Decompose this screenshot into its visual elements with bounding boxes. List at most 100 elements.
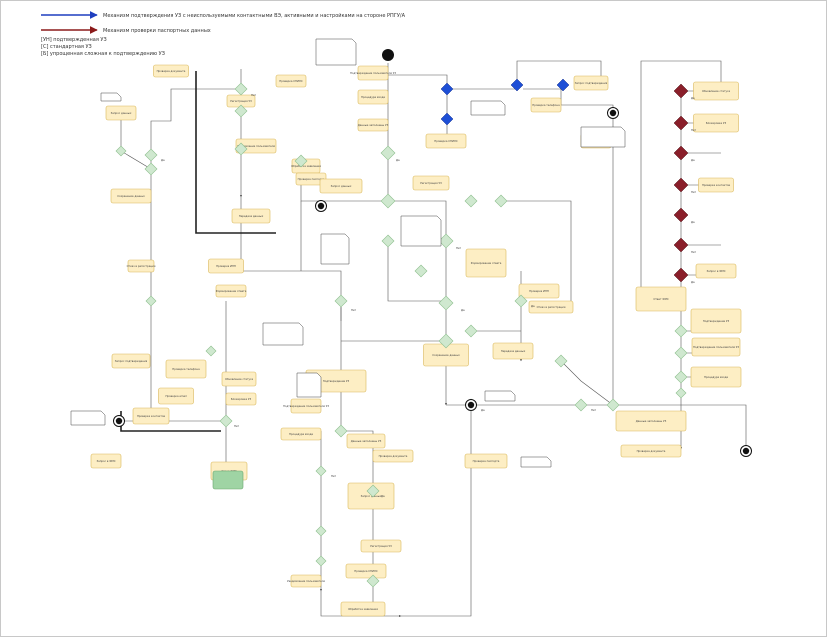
legend-blue-label: Механизм подтверждения УЗ с неиспользуем… [103, 12, 406, 19]
process-box [492, 342, 534, 360]
decision-node [414, 264, 428, 278]
process-box [225, 392, 257, 406]
process-box [412, 175, 450, 191]
decision-node [315, 525, 327, 537]
process-box-label: Уведомление пользователя [237, 144, 275, 148]
process-box-label: Запрос данных [361, 494, 382, 498]
note [520, 456, 552, 468]
process-box-label: Запрос подтверждения [575, 81, 608, 85]
end-node-dot [609, 109, 617, 117]
process-box [319, 178, 363, 194]
blue-decision-node [440, 82, 454, 96]
decision-node [514, 294, 528, 308]
process-box [340, 601, 386, 617]
process-box-label: Проверка телефона [532, 103, 560, 107]
guard-label: Да [481, 408, 485, 412]
process-box-label: Сохранение данных [117, 194, 145, 198]
process-box [158, 387, 194, 405]
note [470, 100, 506, 116]
process-box-label: Регистрация УЗ [370, 544, 392, 548]
note [315, 38, 357, 66]
decision-node [438, 295, 454, 311]
guard-label: Нет [691, 190, 697, 194]
guard-label: Нет [331, 474, 337, 478]
decision-node [675, 387, 687, 399]
process-box-label: Данные заполнены УЗ [358, 123, 389, 127]
decision-node [205, 345, 217, 357]
process-box [465, 248, 507, 278]
process-box [357, 89, 389, 105]
process-box-label: Формирование ответа [216, 289, 247, 293]
process-box-label: Регистрация УЗ [230, 99, 252, 103]
process-box [221, 371, 257, 387]
note [320, 233, 350, 265]
note [100, 92, 122, 102]
decision-node [334, 294, 348, 308]
process-box [347, 482, 395, 510]
process-box-label: Формирование ответа [471, 261, 502, 265]
process-box-label: Проверка документа [379, 454, 408, 458]
process-box-label: Проверка документа [637, 449, 666, 453]
process-box-label: Проверка ИНН [529, 289, 549, 293]
decision-node [334, 424, 348, 438]
guard-label: Да [161, 158, 165, 162]
process-box-label: Подтверждение пользователя УЗ [693, 345, 739, 349]
decision-node [315, 465, 327, 477]
legend-red-label: Механизм проверки паспортных данных [103, 28, 211, 34]
blue-decision-node [510, 78, 524, 92]
process-box-label: Процедура входа [361, 95, 385, 99]
process-box [690, 308, 742, 334]
diagram-shapes: Подтверждение пользователя УЗ Процедура в… [70, 38, 752, 617]
decision-node [234, 82, 248, 96]
process-box [357, 118, 389, 132]
guard-label: Да [381, 494, 385, 498]
guard-label: Нет [691, 128, 697, 132]
end-node-dot [467, 401, 475, 409]
process-box-label: Подтверждение пользователя УЗ [283, 404, 329, 408]
guard-label: Нет [691, 250, 697, 254]
process-box [360, 539, 402, 553]
process-box [111, 353, 151, 369]
end-node-dot [317, 202, 325, 210]
decision-node [674, 324, 688, 338]
guard-label: Нет [234, 424, 240, 428]
process-box [127, 259, 155, 273]
process-box-label: Запрос данных [111, 111, 132, 115]
process-box-label: Обновление статуса [225, 377, 254, 381]
process-box [90, 453, 122, 469]
process-box [280, 427, 322, 441]
red-decision-node [673, 237, 689, 253]
guard-label: Да [691, 158, 695, 162]
process-box-label: Ответ ФМС [653, 297, 668, 301]
green-process-box [212, 470, 244, 490]
legend: Механизм подтверждения УЗ с неиспользуем… [41, 11, 406, 57]
process-box-label: Передача данных [239, 214, 264, 218]
process-box-label: Обновление статуса [702, 89, 731, 93]
process-box [153, 64, 189, 78]
process-box-label: Сохранение данных [432, 353, 460, 357]
guard-label: Нет [351, 308, 357, 312]
process-box [165, 359, 207, 379]
decision-node [366, 574, 380, 588]
process-box-label: Проверка СНИЛС [354, 569, 378, 573]
decision-node [381, 234, 395, 248]
process-box [693, 113, 739, 133]
process-box-label: Запрос в ФМС [706, 269, 725, 273]
process-box-label: Запрос в ФМС [96, 459, 115, 463]
process-box [464, 453, 508, 469]
decision-node [464, 194, 478, 208]
process-box [528, 300, 574, 314]
blue-decision-node [556, 78, 570, 92]
process-box-label: Проверка паспорта [473, 459, 500, 463]
note [400, 215, 442, 247]
process-box [615, 410, 687, 432]
process-box-label: Отказ в регистрации [127, 264, 156, 268]
process-box [346, 433, 386, 449]
process-box-label: Процедура входа [289, 432, 313, 436]
process-box [372, 449, 414, 463]
process-box-label: Запрос подтверждения [115, 359, 148, 363]
end-node-dot [115, 417, 123, 425]
red-decision-node [673, 83, 689, 99]
process-box-label: Передача данных [501, 349, 526, 353]
